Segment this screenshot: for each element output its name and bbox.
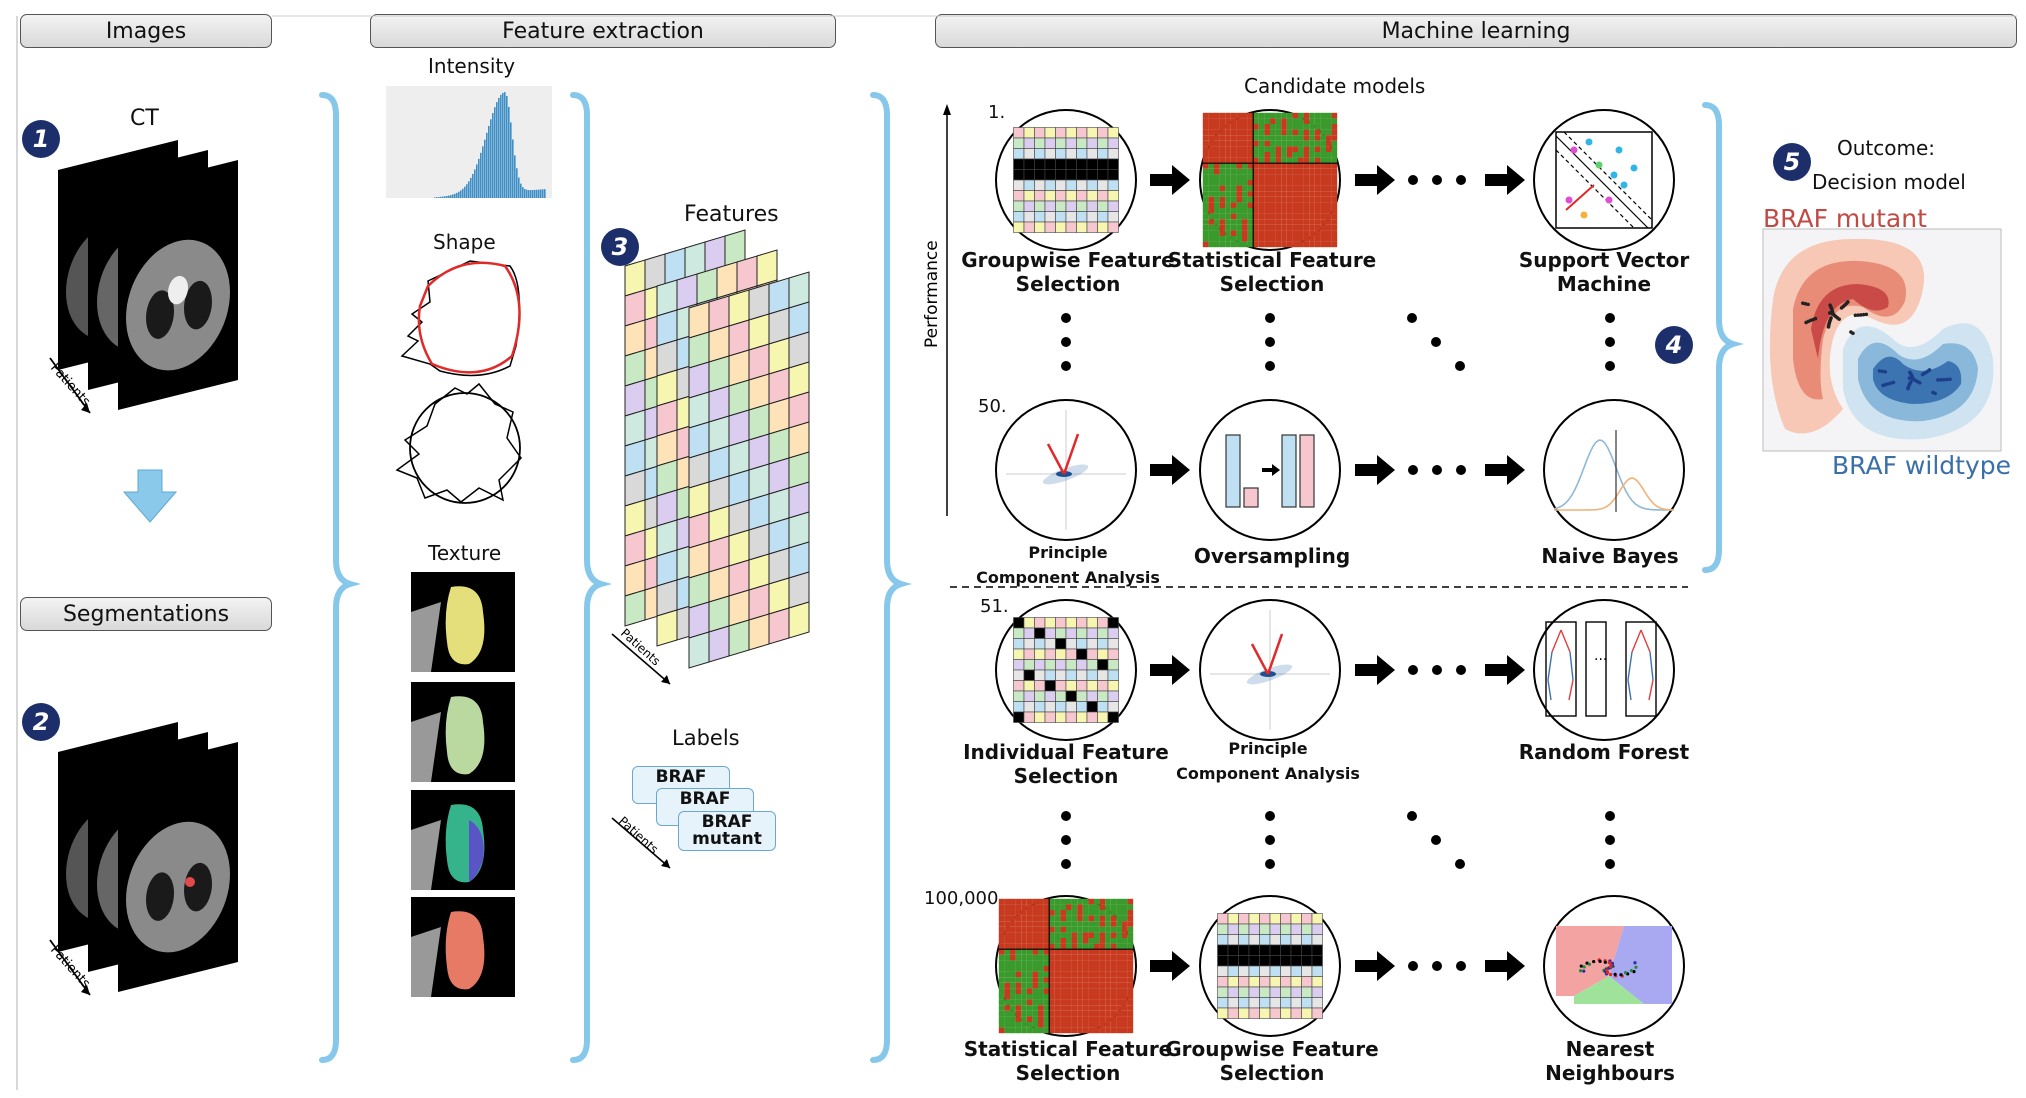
- braf-wildtype-label: BRAF wildtype: [1832, 451, 2011, 480]
- row1-step2-label: Statistical Feature Selection: [1167, 248, 1377, 296]
- texture-map-1: [411, 572, 515, 672]
- segmentation-image-stack: Patients: [47, 722, 238, 996]
- features-title: Features: [684, 202, 779, 227]
- row3-step1-label: Individual Feature Selection: [963, 740, 1169, 788]
- row3-step3-label: Random Forest: [1518, 740, 1690, 764]
- texture-map-4: [411, 897, 515, 997]
- ct-label: CT: [130, 106, 159, 131]
- rank-100000: 100,000.: [924, 888, 1005, 909]
- badge-1: 1: [22, 120, 60, 158]
- rank-1: 1.: [988, 102, 1006, 123]
- rank-51: 51.: [980, 596, 1009, 617]
- performance-axis: Performance: [922, 104, 951, 516]
- header-machine-learning: Machine learning: [935, 14, 2017, 48]
- badge-5: 5: [1773, 143, 1811, 181]
- label-card-3-text: BRAF: [701, 812, 753, 832]
- row2-step1-label: Principle Component Analysis: [976, 543, 1160, 587]
- decision-model-plot: [1762, 228, 2002, 452]
- shape-outline-red: [400, 260, 521, 377]
- header-images: Images: [20, 14, 272, 48]
- labels-title: Labels: [672, 726, 740, 750]
- row2-step3-label: Naive Bayes: [1541, 544, 1679, 568]
- feature-matrix-stack: [624, 229, 810, 669]
- down-arrow-icon: [122, 469, 178, 523]
- outcome-title-line1: Outcome:: [1837, 136, 1936, 160]
- label-card-3-line2: mutant: [692, 829, 762, 849]
- rank-50: 50.: [978, 396, 1007, 417]
- badge-3: 3: [601, 228, 639, 266]
- badge-4: 4: [1655, 326, 1693, 364]
- badge-2: 2: [22, 703, 60, 741]
- texture-map-2: [411, 682, 515, 782]
- row3-step2-label: Principle Component Analysis: [1176, 739, 1360, 783]
- row4-step2-label: Groupwise Feature Selection: [1165, 1037, 1379, 1085]
- texture-map-3: [411, 790, 515, 890]
- label-card-1-text: BRAF: [655, 767, 707, 787]
- candidate-models-title: Candidate models: [1244, 74, 1426, 98]
- ct-image-stack: Patients: [47, 140, 238, 414]
- braf-mutant-label: BRAF mutant: [1763, 204, 1927, 233]
- shape-outline-circle: [395, 382, 522, 504]
- intensity-label: Intensity: [428, 54, 516, 78]
- labels-patients-arrow: Patients: [611, 814, 671, 869]
- row4-step1-label: Statistical Feature Selection: [963, 1037, 1173, 1085]
- intensity-histogram: [386, 86, 552, 198]
- label-card-2-text: BRAF: [679, 789, 731, 809]
- outcome-title-line2: Decision model: [1812, 170, 1966, 194]
- shape-label: Shape: [433, 230, 496, 254]
- header-segmentations: Segmentations: [20, 597, 272, 631]
- row2-step2-label: Oversampling: [1193, 544, 1351, 568]
- texture-label: Texture: [428, 541, 502, 565]
- header-feature-extraction: Feature extraction: [370, 14, 836, 48]
- cutoff-dashed-line: [950, 586, 1688, 588]
- row1-step1-label: Groupwise Feature Selection: [961, 248, 1175, 296]
- performance-axis-label: Performance: [922, 240, 942, 348]
- svg-text:...: ...: [1594, 648, 1607, 664]
- row4-step3-label: Nearest Neighbours: [1545, 1037, 1675, 1085]
- row1-step3-label: Support Vector Machine: [1518, 248, 1690, 296]
